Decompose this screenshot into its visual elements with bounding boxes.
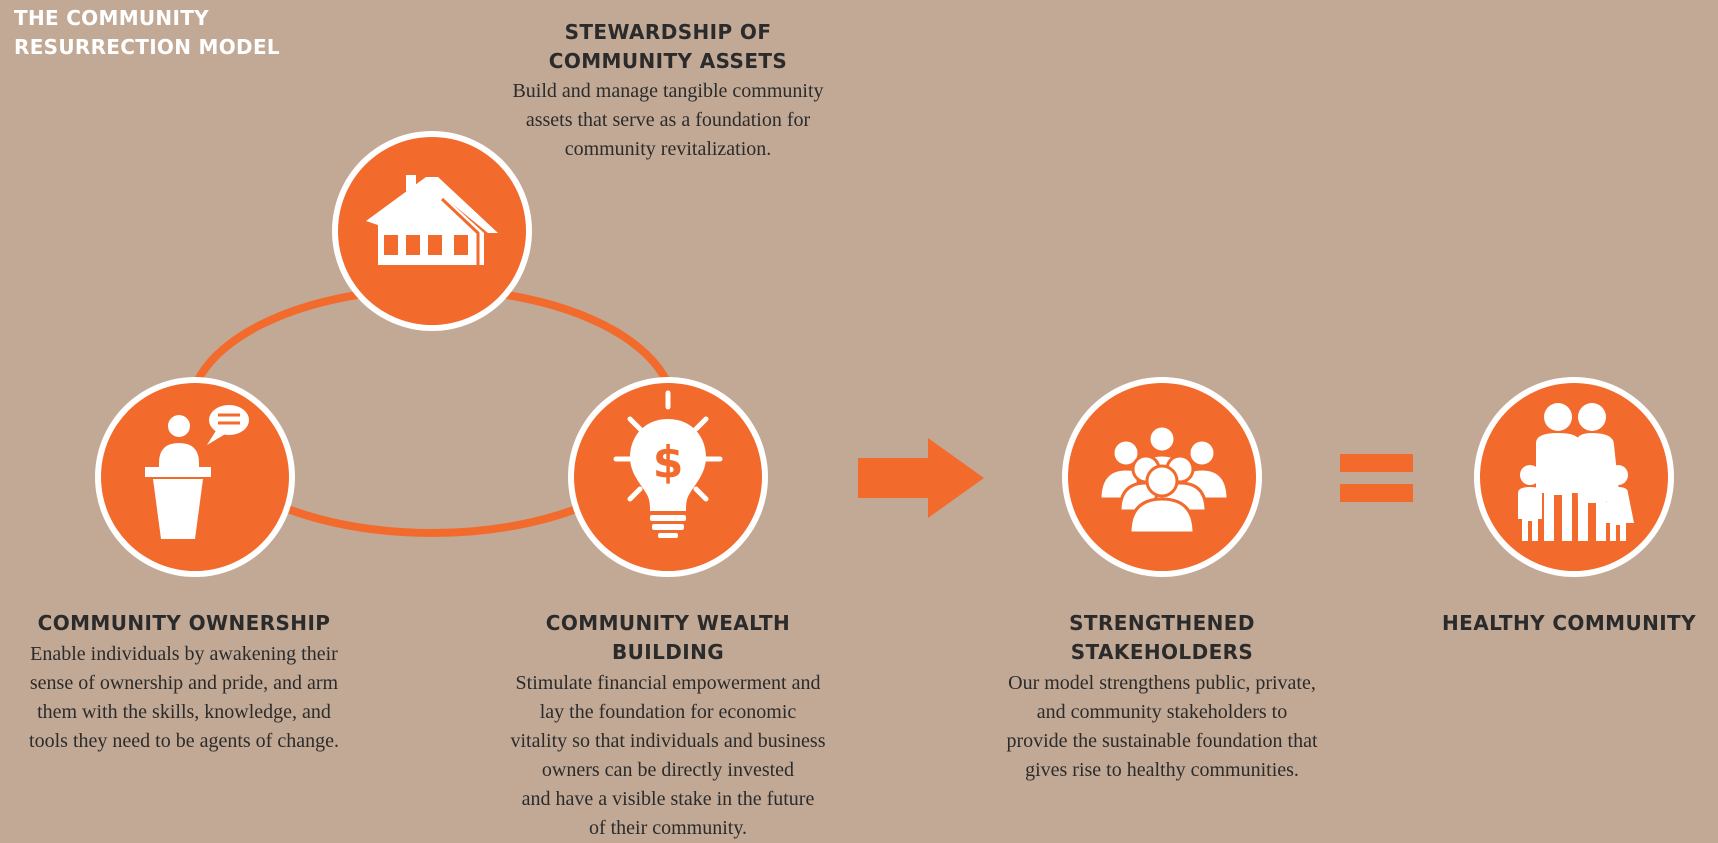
ownership-description: Enable individuals by awakening their se… — [29, 643, 339, 752]
page-title: THE COMMUNITY RESURRECTION MODEL — [14, 6, 280, 59]
stakeholders-heading: STRENGTHENED STAKEHOLDERS — [1069, 611, 1255, 664]
svg-text:$: $ — [653, 437, 684, 488]
stakeholders-description: Our model strengthens public, private, a… — [1006, 672, 1318, 781]
group-icon — [1098, 424, 1230, 535]
wealth-circle: $ — [568, 377, 768, 577]
ownership-heading: COMMUNITY OWNERSHIP — [37, 611, 331, 635]
speaker-podium-icon — [145, 405, 249, 539]
stewardship-heading: STEWARDSHIP OF COMMUNITY ASSETS — [548, 20, 788, 73]
stakeholders-circle — [1062, 377, 1262, 577]
stewardship-circle — [332, 131, 532, 331]
wealth-heading: COMMUNITY WEALTH BUILDING — [545, 611, 791, 664]
ownership-circle — [95, 377, 295, 577]
stewardship-description: Build and manage tangible community asse… — [512, 80, 824, 160]
healthy-heading: HEALTHY COMMUNITY — [1442, 611, 1696, 635]
family-icon — [1518, 403, 1634, 541]
wealth-description: Stimulate financial empowerment and lay … — [510, 672, 826, 839]
lightbulb-dollar-icon: $ — [613, 390, 723, 538]
healthy-circle — [1474, 377, 1674, 577]
arrow-right-icon — [858, 438, 984, 518]
house-icon — [366, 175, 498, 265]
